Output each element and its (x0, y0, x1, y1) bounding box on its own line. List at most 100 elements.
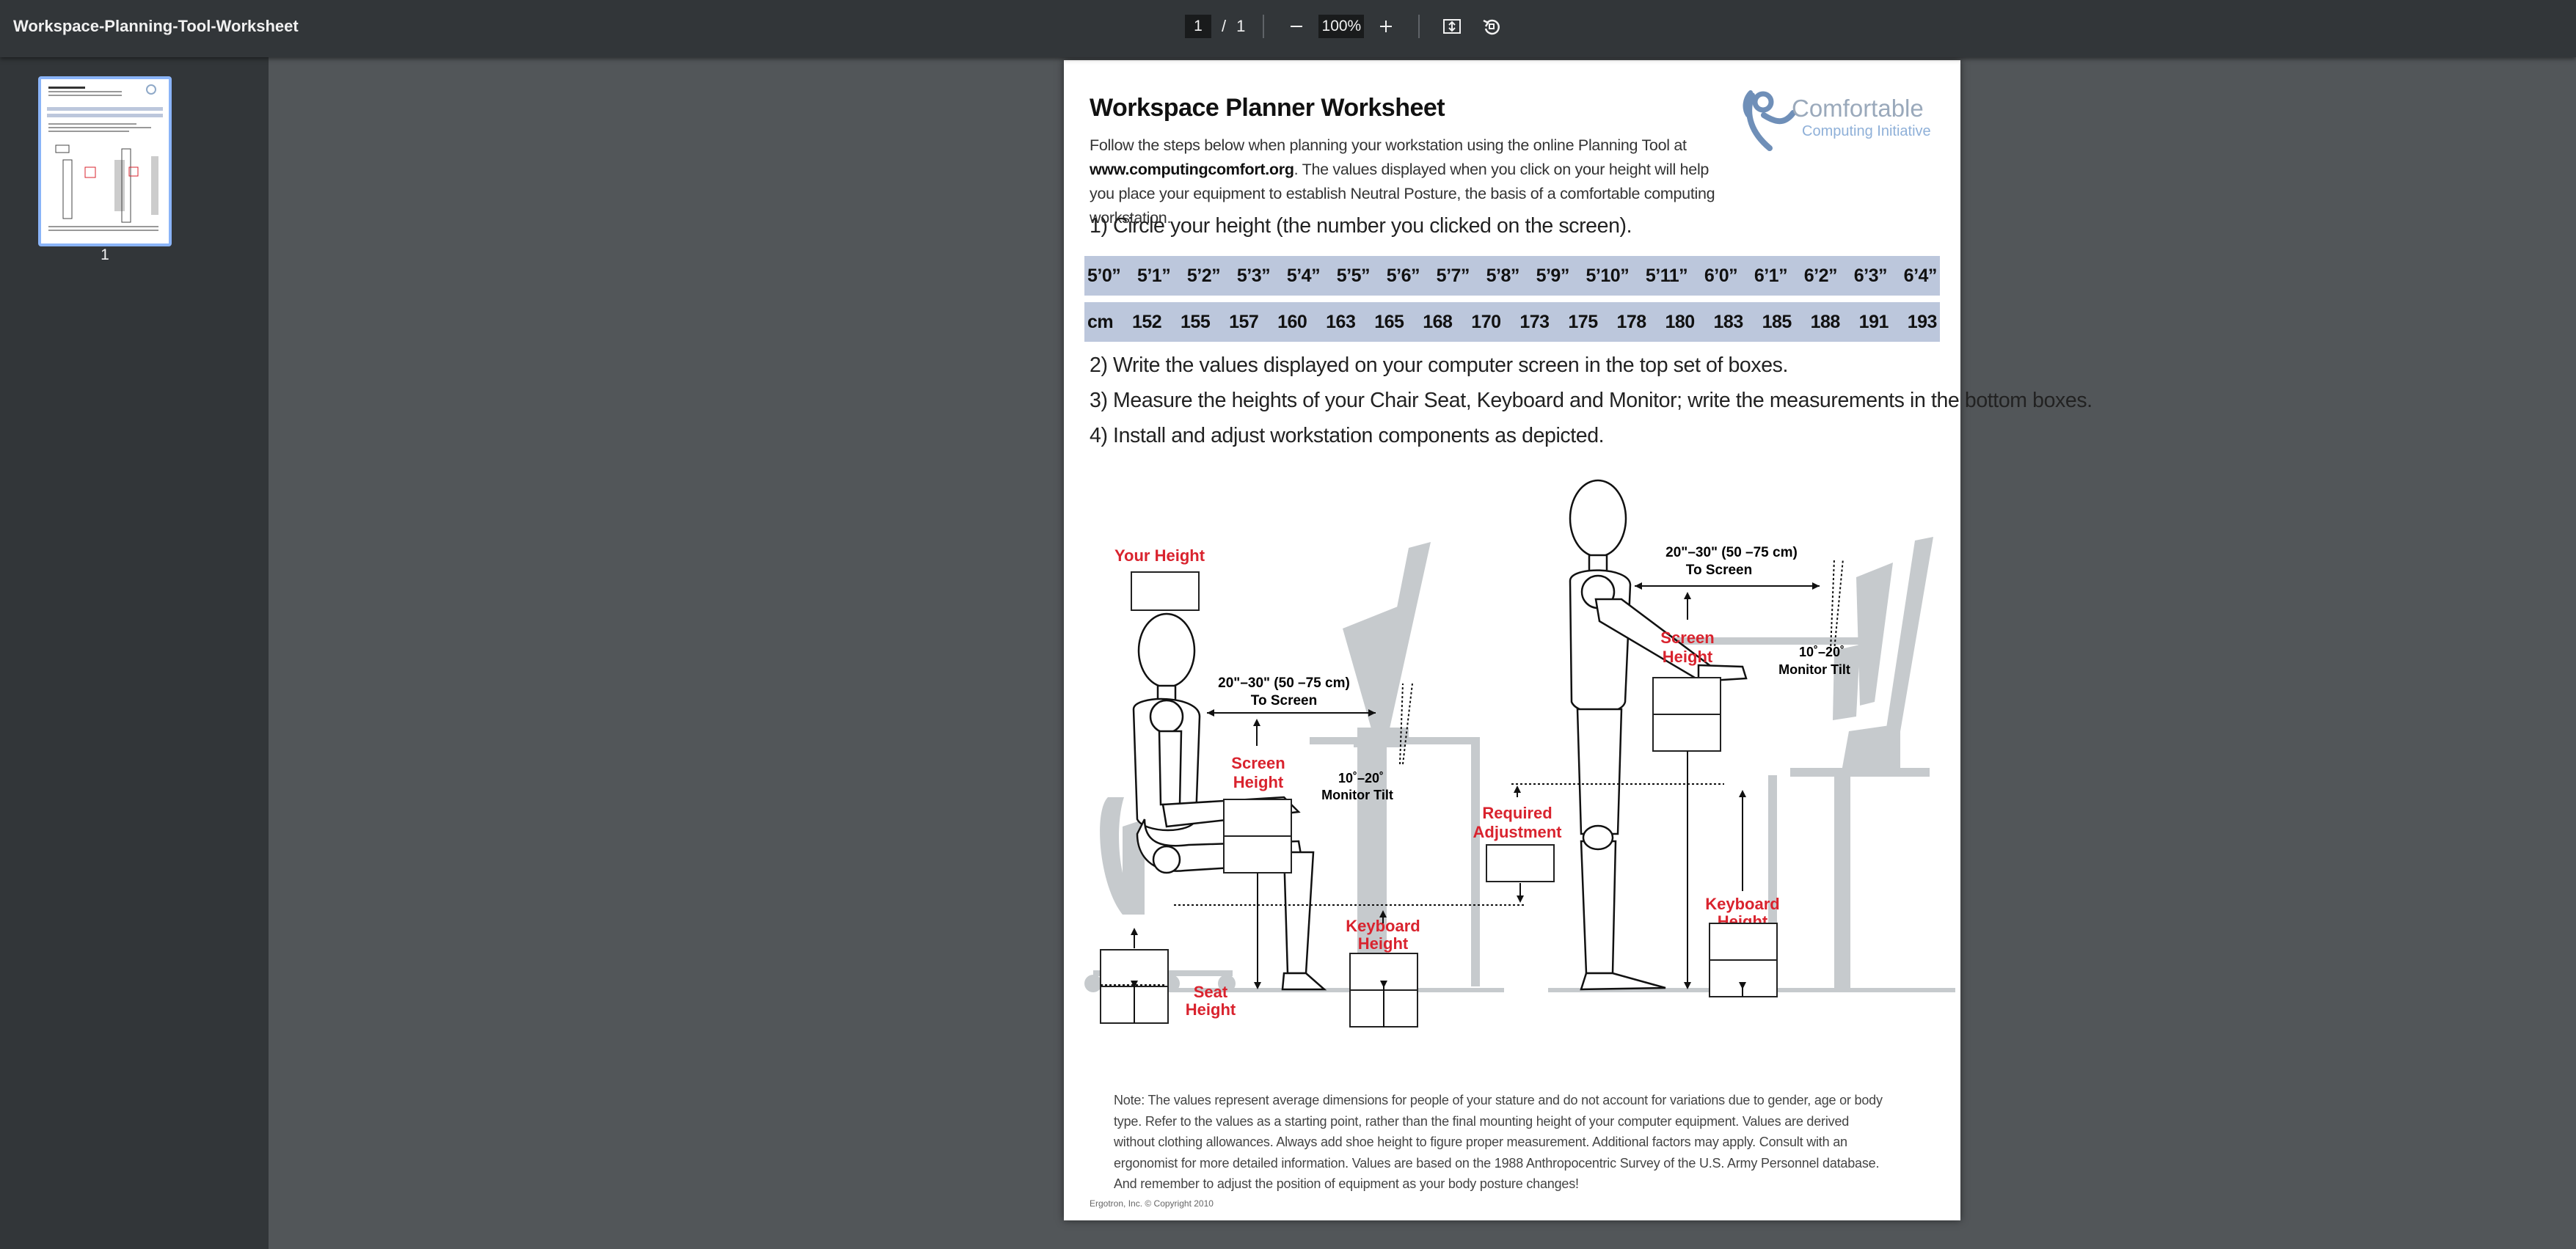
step-4: 4) Install and adjust workstation compon… (1090, 424, 1605, 447)
logo-text-initiative: Computing Initiative (1802, 123, 1931, 139)
arrowhead (1253, 719, 1260, 726)
height-imperial-cell: 5’3” (1236, 265, 1271, 286)
zoom-out-icon (1291, 26, 1303, 27)
comfortable-computing-logo: Comfortable Computing Initiative (1743, 90, 1931, 151)
height-metric-cell: 165 (1374, 311, 1404, 332)
arrowhead (1131, 981, 1138, 988)
thumbnail-preview (47, 84, 163, 231)
standing-mannequin (1569, 479, 1748, 991)
screen-height-box-seated-bottom[interactable] (1223, 835, 1292, 873)
arrowhead (1684, 982, 1691, 989)
to-screen-label-seated: To Screen (1251, 693, 1317, 708)
screen-height-label-standing-2: Height (1663, 648, 1713, 666)
your-height-label: Your Height (1114, 546, 1205, 565)
keyboard-height-label-standing-1: Keyboard (1705, 895, 1779, 913)
height-imperial-cell: 5’9” (1536, 265, 1570, 286)
height-metric-cell: 193 (1907, 311, 1938, 332)
page-title: Workspace Planner Worksheet (1090, 94, 1445, 122)
toolbar-divider (1263, 15, 1265, 38)
page-separator: / (1222, 17, 1227, 35)
screen-height-box-standing-bottom[interactable] (1652, 714, 1721, 752)
arrowhead (1254, 982, 1261, 989)
rotate-icon (1483, 19, 1500, 35)
height-imperial-cell: 6’1” (1754, 265, 1788, 286)
height-imperial-cell: 6’4” (1903, 265, 1938, 286)
height-imperial-cell: 6’0” (1704, 265, 1738, 286)
screen-height-label-standing-1: Screen (1660, 629, 1714, 647)
required-adjustment-box[interactable] (1486, 844, 1555, 882)
height-metric-cell: 178 (1616, 311, 1646, 332)
arrowhead (1379, 910, 1387, 917)
zoom-input[interactable] (1318, 15, 1365, 38)
tilt-line-2 (1402, 683, 1413, 765)
arrowhead (1684, 592, 1691, 599)
keyboard-height-box-standing-top[interactable] (1709, 923, 1778, 961)
monitor-tilt-label-seated: Monitor Tilt (1321, 788, 1393, 802)
height-imperial-cell: 5’11” (1645, 265, 1688, 286)
arrowhead (1517, 895, 1524, 903)
height-metric-cell: 185 (1762, 311, 1792, 332)
height-imperial-cell: 5’7” (1436, 265, 1470, 286)
page-total: 1 (1236, 17, 1246, 35)
screen-height-label-seated-1: Screen (1231, 754, 1285, 772)
height-imperial-cell: 5’5” (1336, 265, 1371, 286)
pdf-page: Workspace Planner Worksheet Follow the s… (1064, 60, 2092, 1220)
document-title: Workspace-Planning-Tool-Worksheet (13, 17, 299, 35)
intro-text-2: . The values displayed when you click on… (1090, 161, 1715, 227)
keyboard-height-label-seated-2: Height (1358, 934, 1409, 953)
height-imperial-cell: 5’4” (1286, 265, 1321, 286)
pdf-toolbar: Workspace-Planning-Tool-Worksheet / 1 (0, 0, 2576, 57)
note-paragraph: Note: The values represent average dimen… (1114, 1093, 1883, 1191)
height-metric-cell: 155 (1181, 311, 1211, 332)
toolbar-controls: / 1 (1185, 12, 1506, 40)
rotate-button[interactable] (1477, 12, 1506, 41)
to-screen-range-standing: 20"–30" (50 –75 cm) (1665, 545, 1798, 560)
zoom-in-icon (1380, 21, 1393, 32)
height-metric-cell: 163 (1326, 311, 1356, 332)
step-3: 3) Measure the heights of your Chair Sea… (1090, 389, 2092, 412)
arrowhead (1514, 785, 1521, 793)
height-imperial-cell: 5’0” (1087, 265, 1121, 286)
height-metric-cell: 168 (1423, 311, 1453, 332)
monitor-tilt-range-seated: 10˚–20˚ (1338, 771, 1384, 785)
height-metric-cell: 152 (1131, 311, 1162, 332)
zoom-out-button[interactable] (1282, 12, 1311, 41)
logo-text-comfortable: Comfortable (1792, 95, 1924, 122)
intro-url: www.computingcomfort.org (1090, 161, 1294, 178)
arrowhead (1131, 928, 1138, 935)
intro-paragraph: Follow the steps below when planning you… (1090, 133, 1721, 230)
seat-height-box-top[interactable] (1100, 949, 1169, 987)
page-number-input[interactable] (1185, 15, 1211, 38)
monitor-tilt-range-standing: 10˚–20˚ (1799, 645, 1845, 659)
thumbnail-page-number: 1 (101, 246, 109, 263)
seat-height-label-1: Seat (1194, 983, 1228, 1001)
seated-mannequin (1132, 612, 1327, 991)
height-metric-cell: 183 (1713, 311, 1744, 332)
required-adjustment-label-2: Adjustment (1473, 823, 1563, 841)
screen-height-box-seated-top[interactable] (1223, 799, 1292, 837)
height-metric-cell: 173 (1519, 311, 1550, 332)
tilt-line-4 (1834, 558, 1844, 651)
to-screen-range-seated: 20"–30" (50 –75 cm) (1218, 675, 1350, 691)
tilt-line-3 (1830, 558, 1835, 651)
intro-text-1: Follow the steps below when planning you… (1090, 136, 1687, 154)
seat-height-label-2: Height (1186, 1000, 1236, 1019)
height-imperial-cell: 6’3” (1853, 265, 1888, 286)
screen-height-box-standing-top[interactable] (1652, 677, 1721, 715)
page-thumbnail[interactable] (38, 76, 172, 246)
thumbnail-sidebar: 1 (0, 57, 269, 1249)
your-height-box[interactable] (1131, 571, 1200, 611)
step-1: 1) Circle your height (the number you cl… (1090, 214, 1632, 238)
height-imperial-cell: 5’1” (1136, 265, 1171, 286)
required-adjustment-label-1: Required (1482, 804, 1552, 822)
fit-page-button[interactable] (1437, 12, 1467, 41)
toolbar-divider (1418, 15, 1420, 38)
height-imperial-cell: 5’8” (1486, 265, 1520, 286)
arrowhead (1739, 982, 1746, 989)
zoom-in-button[interactable] (1371, 12, 1401, 41)
to-screen-label-standing: To Screen (1686, 563, 1752, 578)
height-row-imperial: 5’0”5’1”5’2”5’3”5’4”5’5”5’6”5’7”5’8”5’9”… (1084, 256, 1940, 296)
arrowhead (1380, 981, 1387, 988)
tilt-line-1 (1399, 683, 1404, 765)
